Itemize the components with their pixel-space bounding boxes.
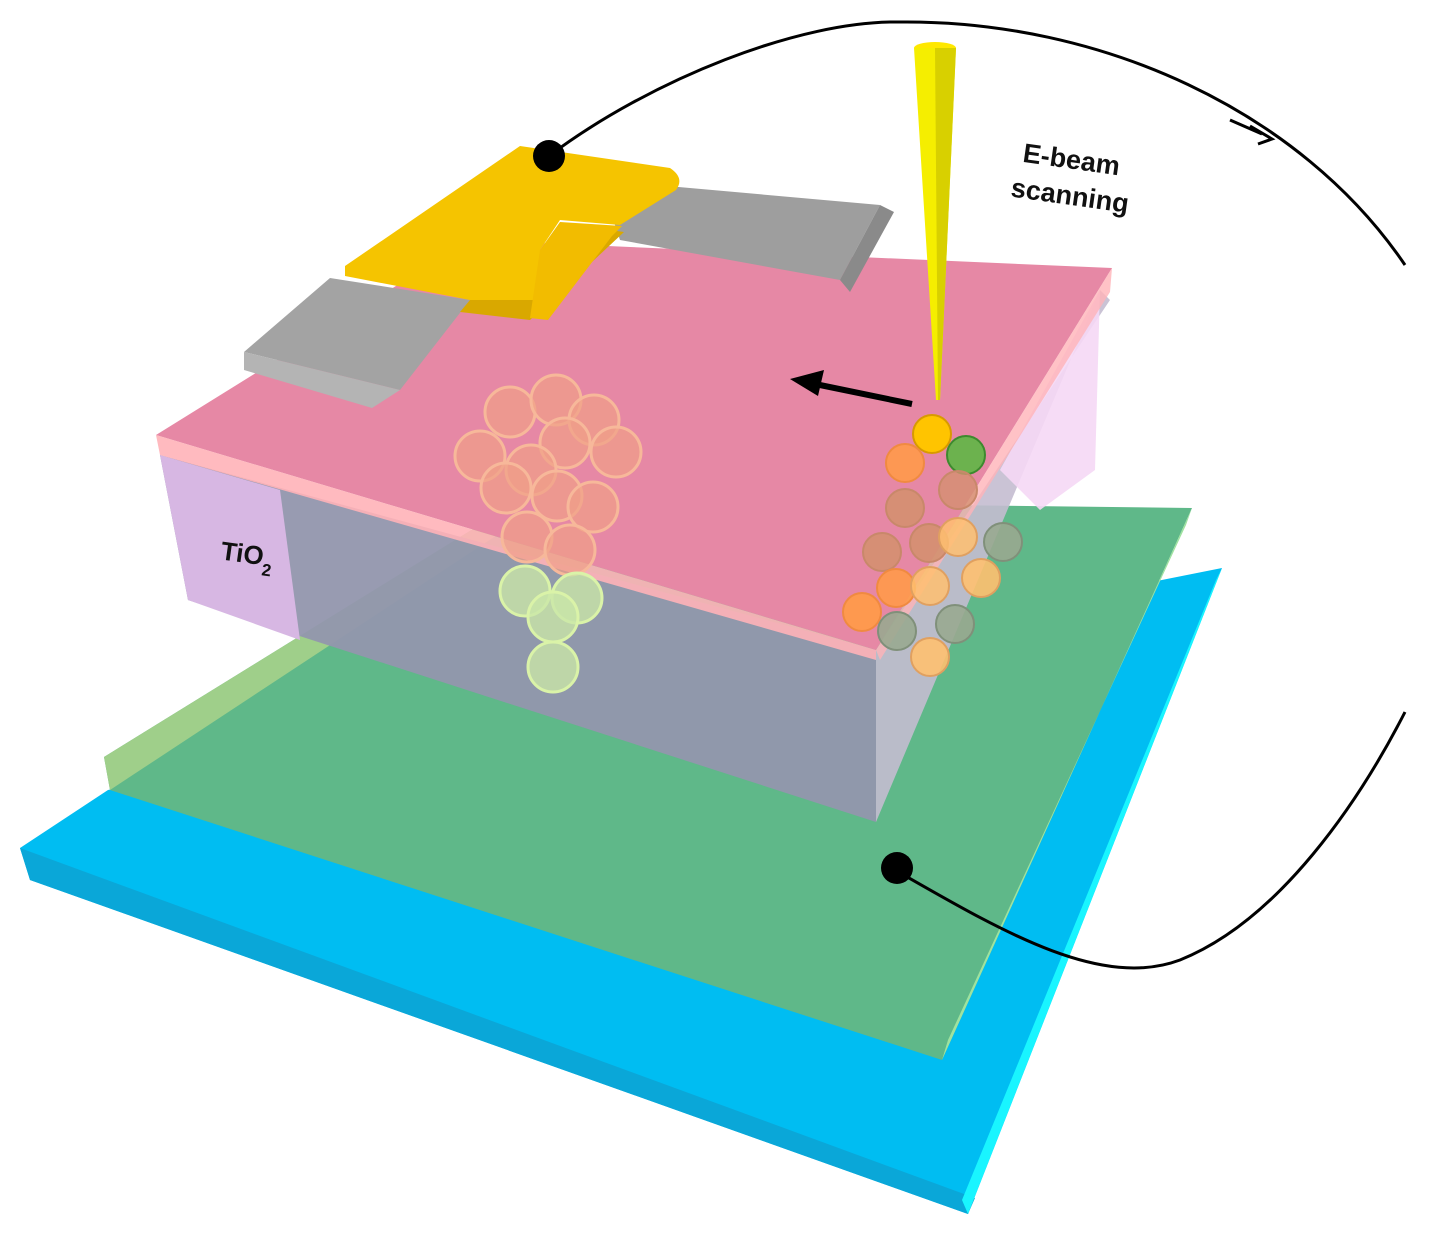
tio2-block [160, 290, 1110, 822]
bottom-contact-dot [881, 852, 913, 884]
filament-left [453, 373, 643, 694]
gray-pads [244, 180, 894, 408]
gold-electrode [345, 146, 680, 320]
tio2-label-main: TiO [219, 535, 266, 571]
e-beam-tip [914, 42, 956, 400]
tio2-label-subscript: 2 [260, 560, 272, 580]
top-contact-dot [533, 140, 565, 172]
tio2-label: TiO2 [218, 535, 275, 580]
beam-label-line1: E-beam [1021, 138, 1122, 181]
filament-right [842, 414, 1023, 677]
wire-direction-arrowhead [1249, 124, 1276, 146]
scan-direction-arrow [790, 370, 913, 407]
